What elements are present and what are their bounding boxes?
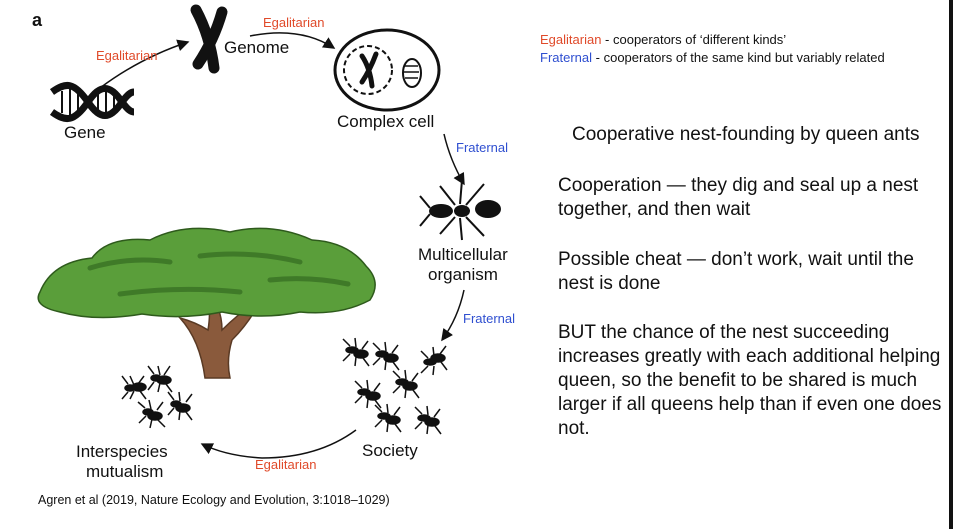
- tree-illustration: [37, 227, 376, 379]
- arrow-society-to-mutualism: [200, 429, 357, 459]
- legend-fraternal: Fraternal - cooperators of the same kind…: [540, 49, 885, 67]
- stage-mutualism-line2: mutualism: [86, 462, 164, 481]
- ant-icon: [419, 179, 501, 241]
- legend-egalitarian-term: Egalitarian: [540, 32, 602, 47]
- annotation-cooperation: Cooperation — they dig and seal up a nes…: [558, 175, 919, 220]
- window-edge-bar: [949, 0, 953, 529]
- arrow-cell-to-organism: [443, 133, 465, 186]
- legend-fraternal-term: Fraternal: [540, 50, 593, 65]
- panel-label: a: [32, 10, 43, 30]
- annotation-cheat: Possible cheat — don’t work, wait until …: [558, 249, 914, 294]
- citation: Agren et al (2019, Nature Ecology and Ev…: [38, 493, 390, 507]
- dna-icon: [49, 82, 135, 122]
- arrow-genome-to-cell: [249, 32, 336, 49]
- stage-mutualism-line1: Interspecies: [76, 442, 168, 461]
- transition-society-to-mutualism: Egalitarian: [255, 457, 317, 472]
- stage-multicellular-line2: organism: [428, 265, 498, 284]
- chromosome-icon: [190, 4, 228, 74]
- stage-genome: Genome: [224, 38, 290, 57]
- complex-cell-icon: [333, 28, 441, 112]
- arrow-organism-to-society: [441, 289, 465, 342]
- transition-organism-to-society: Fraternal: [463, 311, 516, 326]
- stage-society: Society: [362, 441, 418, 460]
- annotation-but: BUT the chance of the nest succeeding in…: [558, 322, 942, 439]
- transition-gene-to-genome: Egalitarian: [96, 48, 158, 63]
- transition-cell-to-organism: Fraternal: [456, 140, 509, 155]
- arrow-gene-to-genome: [99, 39, 190, 89]
- stage-complex-cell: Complex cell: [337, 112, 435, 131]
- stage-multicellular-line1: Multicellular: [418, 245, 508, 264]
- legend-fraternal-desc: - cooperators of the same kind but varia…: [592, 50, 885, 65]
- transition-genome-to-cell: Egalitarian: [263, 15, 325, 30]
- mutualism-ants: [121, 365, 193, 429]
- legend-egalitarian: Egalitarian - cooperators of ‘different …: [540, 31, 786, 49]
- legend-egalitarian-desc: - cooperators of ‘different kinds’: [601, 32, 787, 47]
- stage-gene: Gene: [64, 123, 106, 142]
- annotation-title: Cooperative nest-founding by queen ants: [572, 124, 920, 145]
- society-ants: [342, 337, 448, 435]
